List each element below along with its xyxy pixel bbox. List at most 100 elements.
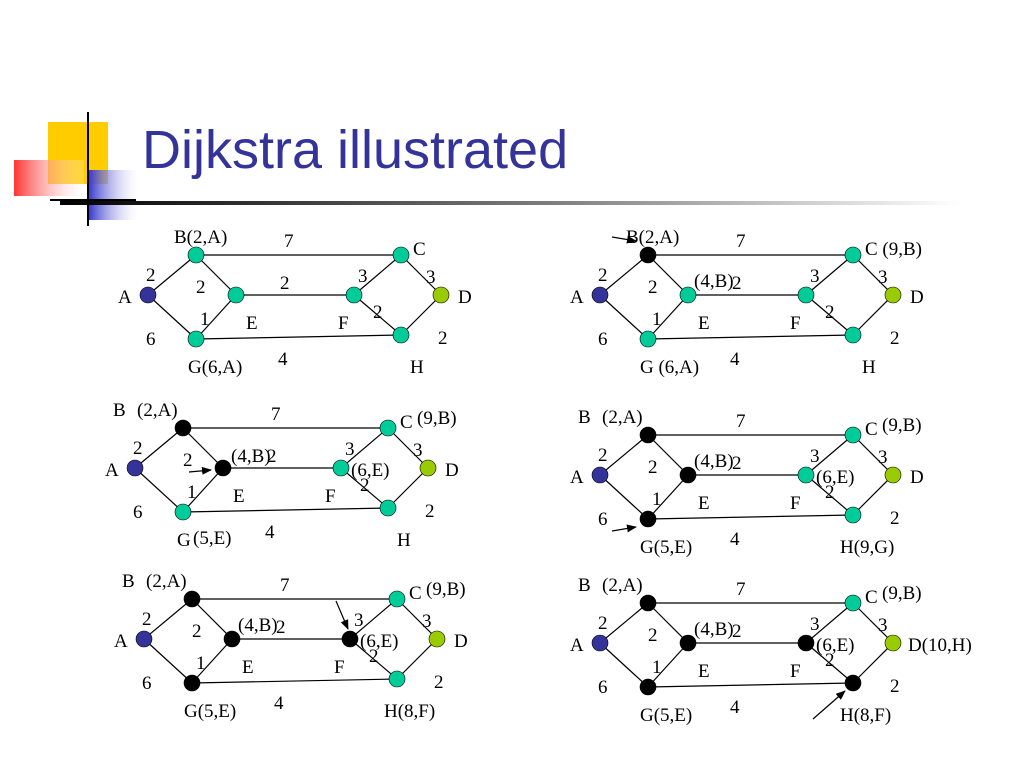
edge-weight-a-g: 6 — [598, 329, 608, 350]
node-label-c: C — [409, 583, 422, 604]
node-label-f-dist: (6,E) — [360, 631, 399, 652]
node-label-b: B — [578, 407, 591, 428]
edge-weight-b-c: 7 — [736, 411, 746, 432]
node-label-d: D — [458, 287, 472, 308]
node-e — [223, 630, 241, 648]
node-g — [187, 330, 205, 348]
current-node-arrow — [812, 690, 846, 720]
node-g — [639, 330, 657, 348]
node-a — [591, 286, 609, 304]
edge-h-d — [400, 294, 442, 336]
edge-weight-f-h: 2 — [369, 646, 379, 667]
node-label-e-dist: (4,B) — [238, 615, 278, 636]
node-f — [797, 466, 815, 484]
node-label-f: F — [325, 486, 336, 507]
edge-a-b — [599, 602, 649, 644]
node-label-f: F — [790, 493, 801, 514]
node-label-a: A — [570, 635, 584, 656]
edge-g-h — [182, 507, 389, 513]
node-label-e: E — [698, 493, 710, 514]
edge-weight-a-b: 2 — [598, 265, 608, 286]
edge-weight-a-g: 6 — [598, 509, 608, 530]
edge-weight-a-g: 6 — [133, 502, 143, 523]
edge-h-d — [396, 638, 438, 680]
edge-weight-g-h: 4 — [278, 349, 288, 370]
node-label-f: F — [338, 313, 349, 334]
title-decoration — [14, 112, 960, 226]
edge-weight-a-g: 6 — [142, 673, 152, 694]
edge-weight-f-c: 3 — [354, 610, 364, 631]
edge-weight-e-f: 2 — [267, 446, 277, 467]
edge-f-h — [805, 474, 854, 516]
node-label-c: C — [865, 587, 878, 608]
edge-c-d — [852, 434, 894, 476]
edge-weight-a-g: 6 — [146, 329, 156, 350]
edge-b-e — [647, 602, 689, 644]
edge-a-g — [134, 467, 184, 513]
node-label-c-dist: (9,B) — [426, 579, 466, 600]
node-label-f: F — [790, 661, 801, 682]
node-label-c: C — [413, 239, 426, 260]
node-f — [797, 634, 815, 652]
node-a — [591, 466, 609, 484]
edge-g-e — [647, 474, 689, 520]
edge-f-c — [340, 427, 389, 469]
edge-f-c — [353, 254, 402, 296]
node-h — [392, 326, 410, 344]
edge-weight-c-d: 3 — [878, 447, 888, 468]
edge-weight-c-d: 3 — [426, 267, 436, 288]
edge-weight-h-d: 2 — [425, 501, 435, 522]
node-g — [183, 674, 201, 692]
node-label-b: B — [113, 400, 126, 421]
node-label-c: C — [400, 412, 413, 433]
node-a — [139, 286, 157, 304]
node-d — [428, 630, 446, 648]
node-d — [884, 286, 902, 304]
edge-a-g — [599, 474, 649, 520]
node-c — [379, 419, 397, 437]
node-label-e: E — [242, 657, 254, 678]
node-g — [639, 510, 657, 528]
edge-weight-g-e: 1 — [652, 657, 662, 678]
edge-f-h — [340, 467, 389, 509]
node-label-b: B — [122, 571, 135, 592]
edge-g-h — [195, 334, 402, 340]
edge-g-e — [647, 294, 689, 340]
node-label-a: A — [114, 631, 128, 652]
current-node-arrow — [611, 524, 637, 533]
node-f — [797, 286, 815, 304]
node-label-h: H — [862, 357, 876, 378]
node-label-c: C (9,B) — [865, 239, 922, 260]
node-c — [388, 590, 406, 608]
edge-weight-b-e: 2 — [192, 621, 202, 642]
edge-weight-f-c: 3 — [345, 439, 355, 460]
edge-weight-h-d: 2 — [434, 672, 444, 693]
node-b — [183, 590, 201, 608]
node-label-b-dist: (2,A) — [146, 571, 187, 592]
edge-h-d — [852, 474, 894, 516]
node-label-c-dist: (9,B) — [417, 408, 457, 429]
node-h — [379, 499, 397, 517]
node-label-h: H — [410, 357, 424, 378]
edge-weight-f-h: 2 — [825, 482, 835, 503]
edge-weight-e-f: 2 — [732, 453, 742, 474]
edge-weight-a-b: 2 — [598, 613, 608, 634]
edge-weight-e-f: 2 — [280, 273, 290, 294]
node-label-g: G(6,A) — [188, 357, 242, 378]
edge-g-h — [647, 514, 854, 520]
node-label-h: H(9,G) — [840, 537, 894, 558]
edge-weight-h-d: 2 — [438, 328, 448, 349]
edge-weight-e-f: 2 — [276, 617, 286, 638]
edge-c-d — [852, 602, 894, 644]
node-d — [884, 466, 902, 484]
node-label-b: B(2,A) — [626, 227, 679, 248]
edge-weight-e-f: 2 — [732, 273, 742, 294]
node-label-g: G(5,E) — [640, 705, 692, 726]
node-f — [341, 630, 359, 648]
node-c — [844, 246, 862, 264]
node-h — [844, 506, 862, 524]
edge-weight-e-f: 2 — [732, 621, 742, 642]
node-h — [844, 674, 862, 692]
